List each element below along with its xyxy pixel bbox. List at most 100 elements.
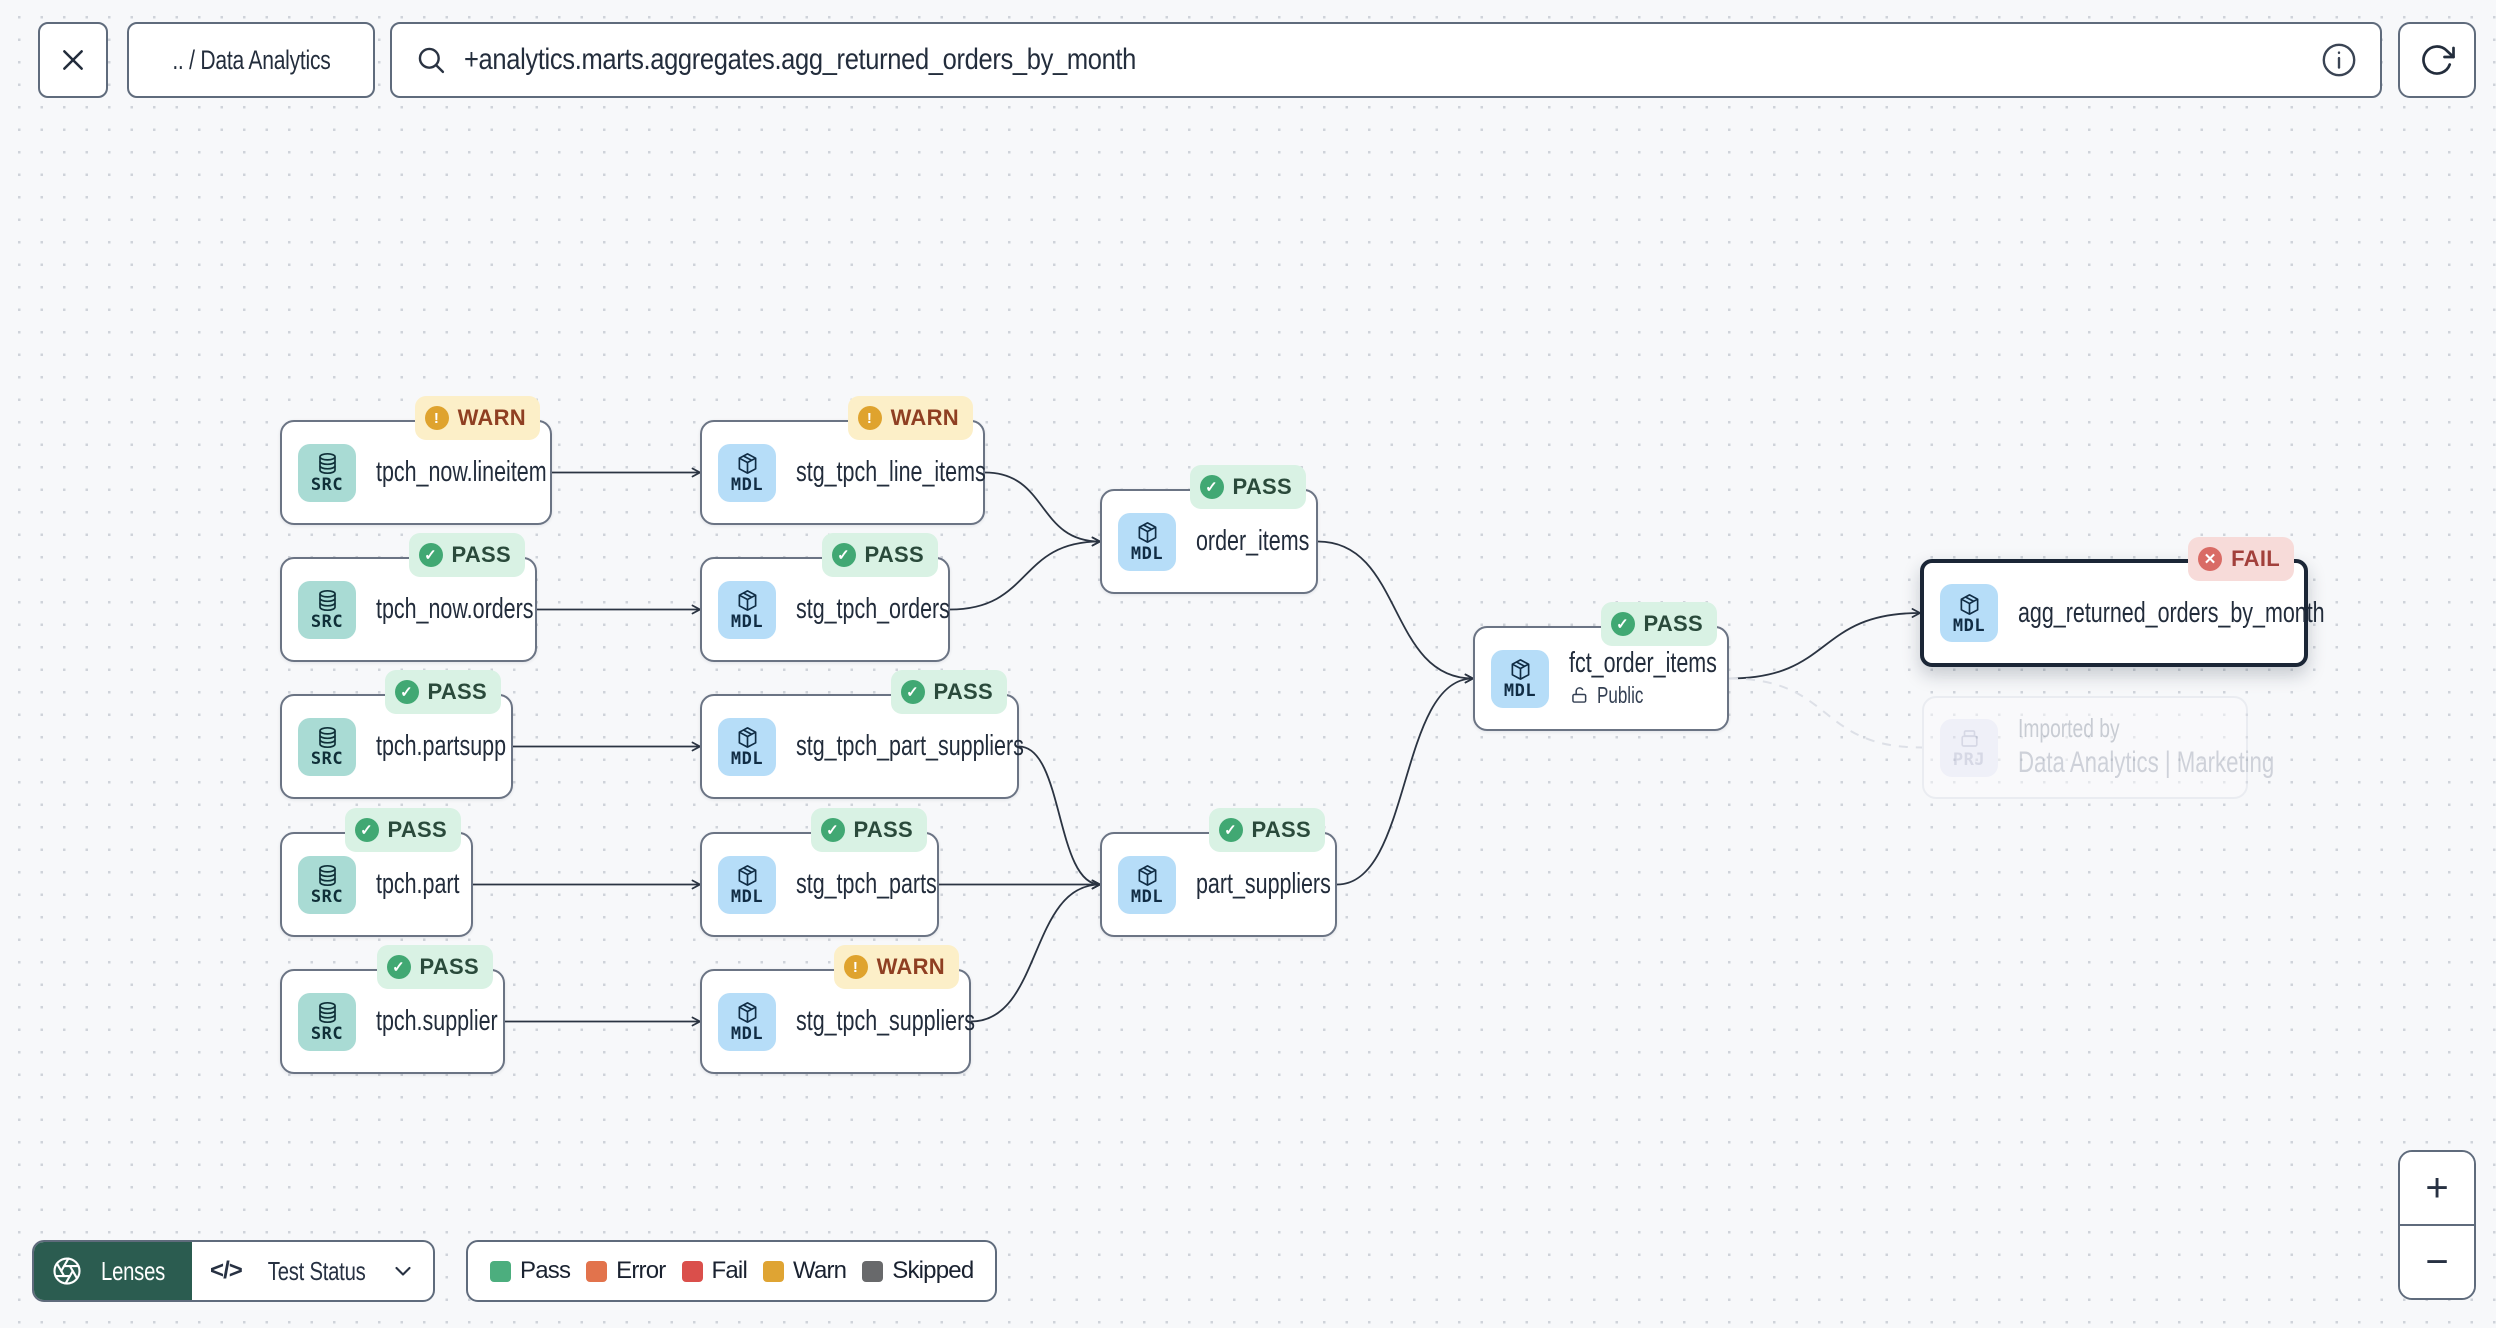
lenses-button[interactable]: Lenses [34, 1242, 193, 1300]
graph-node[interactable]: ✓ PASS MDL stg_tpch_parts [700, 808, 939, 937]
graph-node[interactable]: ✓ PASS MDL part_suppliers [1100, 808, 1337, 937]
node-type-badge: SRC [298, 992, 356, 1051]
graph-node[interactable]: ✓ PASS SRC tpch.supplier [280, 945, 505, 1074]
legend-label: Error [616, 1257, 666, 1284]
zoom-out-button[interactable]: − [2400, 1224, 2474, 1298]
node-type-label: MDL [1503, 681, 1537, 701]
node-text: tpch_now.orders [376, 594, 533, 625]
node-title: tpch.supplier [376, 1005, 498, 1038]
edge [1317, 540, 1474, 684]
node-type-badge: MDL [1118, 855, 1176, 914]
status-icon: ✓ [394, 680, 419, 704]
status-label: PASS [933, 679, 993, 704]
node-title: Imported by [2018, 712, 2120, 743]
cube-icon [735, 863, 760, 888]
graph-node[interactable]: ✓ PASS MDL stg_tpch_part_suppliers [700, 670, 1024, 799]
status-badge: ✓ PASS [376, 945, 493, 989]
status-badge: ! WARN [833, 945, 959, 989]
legend-item: Warn [762, 1257, 847, 1285]
status-icon: ! [843, 955, 868, 979]
graph-node[interactable]: PRJ Imported by Data Analytics | Marketi… [1922, 696, 2274, 799]
test-status-legend: Pass Error Fail Warn Skipped [466, 1240, 998, 1302]
graph-node[interactable]: ! WARN SRC tpch_now.lineitem [280, 396, 552, 525]
status-badge: ✓ PASS [821, 533, 938, 577]
status-icon: ✓ [1199, 475, 1224, 499]
zoom-in-button[interactable]: + [2400, 1152, 2474, 1224]
search-bar[interactable] [390, 22, 2382, 98]
refresh-button[interactable] [2398, 22, 2476, 98]
node-title: stg_tpch_suppliers [796, 1005, 975, 1038]
edge-dashed [1728, 677, 1923, 749]
node-text: tpch.part [376, 869, 460, 900]
node-text: fct_order_items Public [1569, 647, 1717, 709]
node-text: agg_returned_orders_by_month [2018, 597, 2325, 628]
cube-icon [735, 588, 760, 613]
search-icon [414, 43, 448, 77]
graph-node[interactable]: ✓ PASS SRC tpch.partsupp [280, 670, 513, 799]
graph-node[interactable]: ✓ PASS SRC tpch_now.orders [280, 533, 537, 662]
status-label: PASS [419, 954, 479, 979]
cube-icon [1957, 592, 1982, 617]
status-label: WARN [890, 405, 959, 430]
node-subtitle-text: Data Analytics | Marketing [2018, 746, 2275, 780]
status-label: PASS [864, 542, 924, 567]
info-icon[interactable] [2320, 41, 2358, 79]
database-icon [315, 863, 340, 888]
node-type-label: MDL [730, 1024, 764, 1044]
node-title: tpch.partsupp [376, 730, 507, 763]
node-type-label: SRC [310, 612, 344, 632]
database-icon [315, 1000, 340, 1025]
breadcrumb-label: .. / Data Analytics [171, 44, 331, 75]
graph-node[interactable]: ✓ PASS MDL order_items [1100, 465, 1318, 594]
node-text: tpch_now.lineitem [376, 456, 547, 489]
status-label: WARN [457, 405, 526, 430]
legend-swatch-fail [681, 1260, 703, 1282]
breadcrumb[interactable]: .. / Data Analytics [127, 22, 375, 98]
graph-node[interactable]: ✕ FAIL MDL agg_returned_orders_by_month [1920, 537, 2325, 667]
graph-node[interactable]: ✓ PASS MDL stg_tpch_orders [700, 533, 950, 662]
status-icon: ! [424, 406, 449, 430]
graph-node[interactable]: ✓ PASS MDL fct_order_items Public [1473, 602, 1729, 731]
search-input[interactable] [464, 24, 1984, 96]
node-type-badge: PRJ [1940, 718, 1998, 777]
node-subtitle: Data Analytics | Marketing [2018, 746, 2274, 780]
status-label: PASS [1643, 611, 1703, 636]
node-type-badge: SRC [298, 580, 356, 639]
edge [1336, 673, 1474, 886]
legend-swatch-error [586, 1260, 608, 1282]
status-badge: ! WARN [847, 396, 973, 440]
node-type-badge: MDL [718, 717, 776, 776]
status-icon: ✓ [820, 818, 845, 842]
lens-control-group: Lenses </> Test Status [32, 1240, 436, 1302]
node-text: stg_tpch_orders [796, 593, 950, 626]
close-button[interactable] [38, 22, 108, 98]
lens-selector[interactable]: </> Test Status [192, 1242, 433, 1300]
status-badge: ✓ PASS [1208, 808, 1325, 852]
zoom-controls: + − [2398, 1150, 2476, 1300]
project-icon [1957, 726, 1982, 751]
legend-item: Skipped [862, 1257, 974, 1285]
node-title: stg_tpch_orders [796, 593, 950, 626]
cube-icon [1135, 520, 1160, 545]
close-icon [57, 44, 89, 76]
legend-item: Fail [681, 1257, 748, 1285]
node-type-label: MDL [730, 887, 764, 907]
node-title: order_items [1196, 525, 1310, 558]
node-type-badge: SRC [298, 717, 356, 776]
node-type-badge: SRC [298, 443, 356, 502]
node-type-label: SRC [310, 1024, 344, 1044]
graph-node[interactable]: ! WARN MDL stg_tpch_line_items [700, 396, 986, 525]
node-type-label: MDL [1130, 887, 1164, 907]
lenses-label: Lenses [101, 1255, 166, 1286]
node-text: stg_tpch_parts [796, 869, 937, 900]
edge [1728, 608, 1921, 680]
node-title: tpch_now.lineitem [376, 456, 547, 489]
node-text: stg_tpch_line_items [796, 457, 986, 488]
graph-node[interactable]: ! WARN MDL stg_tpch_suppliers [700, 945, 975, 1074]
legend-item: Error [586, 1257, 666, 1285]
node-type-label: MDL [1952, 615, 1986, 636]
graph-node[interactable]: ✓ PASS SRC tpch.part [280, 808, 473, 937]
status-label: WARN [876, 954, 945, 979]
